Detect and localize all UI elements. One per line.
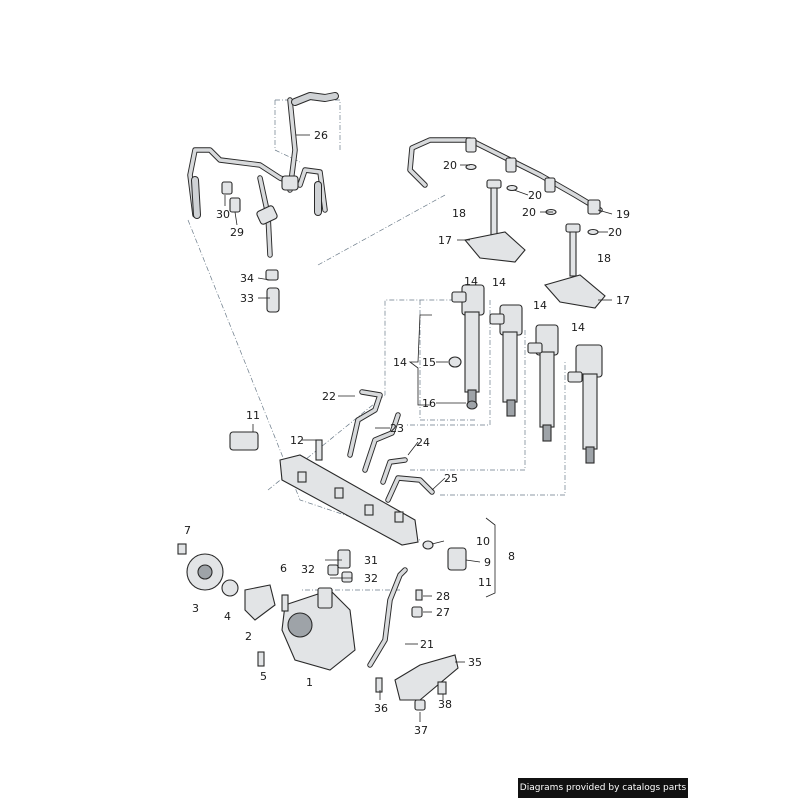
callout-6: 6 [280, 562, 287, 575]
callout-31: 31 [364, 554, 378, 567]
callout-23: 23 [390, 422, 404, 435]
callout-38: 38 [438, 698, 452, 711]
injectors [448, 284, 603, 464]
callout-33: 33 [240, 292, 254, 305]
high-pressure-pump [177, 543, 459, 711]
injector-3 [527, 324, 559, 442]
callout-14-a: 14 [464, 275, 478, 288]
callout-28: 28 [436, 590, 450, 603]
callout-21: 21 [420, 638, 434, 651]
fuel-rail [229, 431, 467, 571]
callout-34: 34 [240, 272, 254, 285]
callout-18-b: 18 [597, 252, 611, 265]
callout-37: 37 [414, 724, 428, 737]
leak-off-line-assembly [407, 137, 603, 236]
callout-25: 25 [444, 472, 458, 485]
callout-1: 1 [306, 676, 313, 689]
callout-14-e: 14 [393, 356, 407, 369]
callout-17-b: 17 [616, 294, 630, 307]
callout-26: 26 [314, 129, 328, 142]
callout-30: 30 [216, 208, 230, 221]
callout-20-b: 20 [528, 189, 542, 202]
injector-1 [451, 284, 485, 405]
callout-7: 7 [184, 524, 191, 537]
callout-10: 10 [476, 535, 490, 548]
callout-17-a: 17 [438, 234, 452, 247]
callout-20-a: 20 [443, 159, 457, 172]
callout-16: 16 [422, 397, 436, 410]
callout-27: 27 [436, 606, 450, 619]
callout-20-d: 20 [608, 226, 622, 239]
injection-lines [347, 389, 435, 668]
callout-9: 9 [484, 556, 491, 569]
callout-14-d: 14 [571, 321, 585, 334]
callout-11-rail: 11 [478, 576, 492, 589]
callout-11-sensor: 11 [246, 409, 260, 422]
callout-labels: 1 2 3 4 5 6 7 8 9 10 11 11 12 14 14 14 1… [184, 129, 630, 737]
callout-22: 22 [322, 390, 336, 403]
callout-18-a: 18 [452, 207, 466, 220]
callout-2: 2 [245, 630, 252, 643]
callout-14-c: 14 [533, 299, 547, 312]
callout-15: 15 [422, 356, 436, 369]
reference-lines [187, 99, 566, 591]
callout-32-b: 32 [364, 572, 378, 585]
callout-20-c: 20 [522, 206, 536, 219]
callout-32-a: 32 [301, 563, 315, 576]
callout-36: 36 [374, 702, 388, 715]
callout-14-b: 14 [492, 276, 506, 289]
callout-19: 19 [616, 208, 630, 221]
callout-4: 4 [224, 610, 231, 623]
callout-35: 35 [468, 656, 482, 669]
return-hose-assembly [187, 92, 339, 313]
callout-8: 8 [508, 550, 515, 563]
credit-banner: Diagrams provided by catalogs parts [518, 778, 688, 798]
injector-clamps [463, 179, 606, 309]
callout-24: 24 [416, 436, 430, 449]
injector-2 [489, 304, 523, 417]
callout-5: 5 [260, 670, 267, 683]
callout-29: 29 [230, 226, 244, 239]
leader-lines [224, 134, 613, 722]
callout-12: 12 [290, 434, 304, 447]
injector-4 [567, 344, 603, 464]
callout-3: 3 [192, 602, 199, 615]
